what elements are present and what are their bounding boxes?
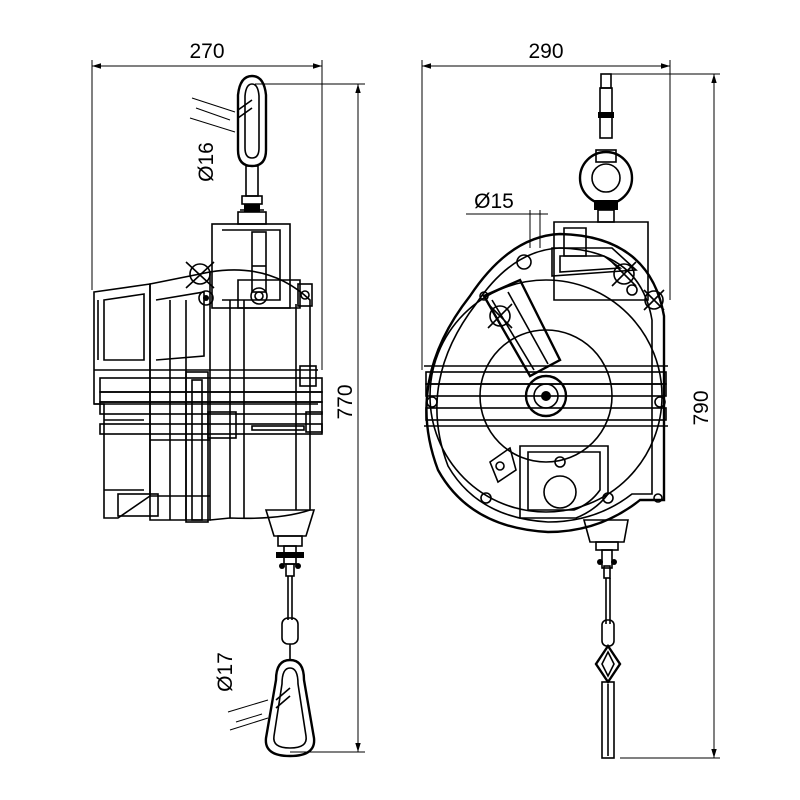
eye-bolt bbox=[578, 73, 634, 223]
left-height-label: 770 bbox=[334, 384, 357, 419]
left-width-dimension: 270 bbox=[91, 40, 323, 370]
rear-cap bbox=[93, 283, 159, 519]
left-cable bbox=[281, 576, 299, 660]
side-knobs bbox=[611, 261, 665, 311]
bottom-carabiner-hook bbox=[264, 658, 316, 758]
suspension-diameter-label: Ø15 bbox=[474, 190, 514, 213]
bottom-cable-exit bbox=[264, 509, 316, 577]
right-front-view: 290 790 Ø15 bbox=[421, 40, 720, 759]
top-hook-diameter-callout: Ø16 bbox=[189, 97, 236, 182]
central-hub bbox=[524, 374, 568, 418]
bottom-hook-diameter-callout: Ø17 bbox=[214, 652, 269, 731]
tension-arm bbox=[479, 254, 562, 378]
top-swivel bbox=[237, 165, 267, 225]
front-cable-exit bbox=[582, 519, 629, 579]
right-height-label: 790 bbox=[690, 390, 713, 425]
top-carabiner-hook bbox=[236, 74, 268, 168]
right-width-label: 290 bbox=[528, 40, 563, 63]
left-width-label: 270 bbox=[189, 40, 224, 63]
top-hook-diameter-label: Ø16 bbox=[195, 142, 218, 182]
right-height-dimension: 790 bbox=[610, 73, 720, 759]
top-mount-bracket bbox=[551, 221, 649, 301]
right-width-dimension: 290 bbox=[421, 40, 671, 370]
bottom-hook-diameter-label: Ø17 bbox=[214, 652, 237, 692]
left-height-dimension: 770 bbox=[255, 83, 365, 753]
left-side-view: 270 770 Ø16 bbox=[91, 40, 365, 758]
main-housing bbox=[149, 269, 311, 523]
front-cable bbox=[594, 578, 622, 759]
lower-window bbox=[489, 445, 609, 519]
suspension-bracket bbox=[211, 223, 313, 309]
housing-bands bbox=[94, 365, 323, 439]
